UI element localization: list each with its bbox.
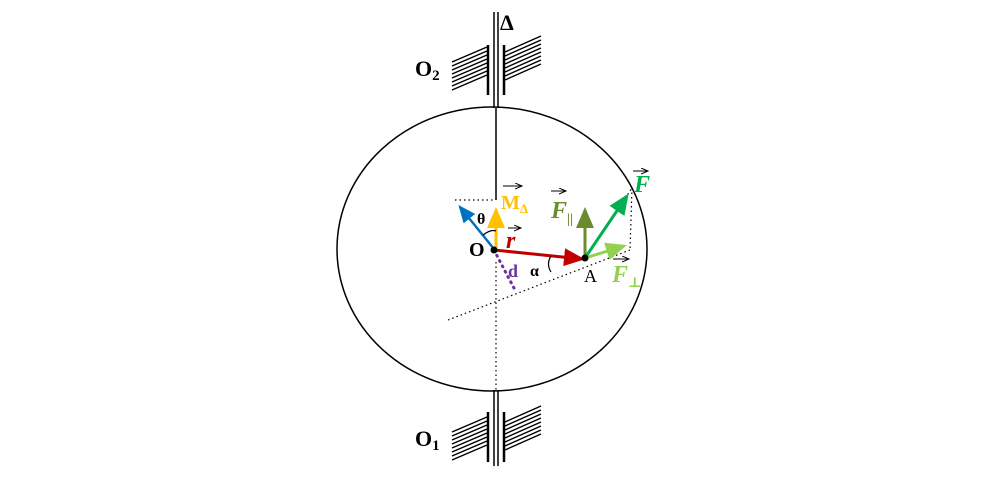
origin-label: O xyxy=(469,239,485,261)
alpha-label: α xyxy=(530,263,539,280)
radius-label: r xyxy=(506,228,516,254)
theta-arc xyxy=(482,229,497,236)
distance-line xyxy=(492,248,517,292)
normal-vector xyxy=(458,205,495,250)
rigid-body xyxy=(336,106,648,392)
bearing-top xyxy=(451,35,542,95)
bearing-bottom xyxy=(451,405,542,462)
force-perp-vector xyxy=(584,242,627,260)
radius-vector xyxy=(493,248,585,267)
force-parallel-label: F|| xyxy=(550,198,573,227)
alpha-arc xyxy=(547,255,552,273)
distance-label: d xyxy=(508,261,518,281)
axis-label: Δ xyxy=(500,10,514,35)
point-a-label: A xyxy=(584,266,597,286)
vector-arrow-marks xyxy=(503,171,648,259)
moment-label: MΔ xyxy=(501,192,528,216)
rotation-axis xyxy=(493,12,499,466)
point-a xyxy=(581,254,589,262)
force-vector xyxy=(583,193,629,259)
force-perp-label: F⊥ xyxy=(611,262,641,291)
theta-label: θ xyxy=(477,211,485,228)
bearing-bottom-label: O1 xyxy=(415,426,440,454)
bearing-top-label: O2 xyxy=(415,56,440,84)
origin-point xyxy=(490,246,498,254)
force-label: F xyxy=(633,172,650,198)
